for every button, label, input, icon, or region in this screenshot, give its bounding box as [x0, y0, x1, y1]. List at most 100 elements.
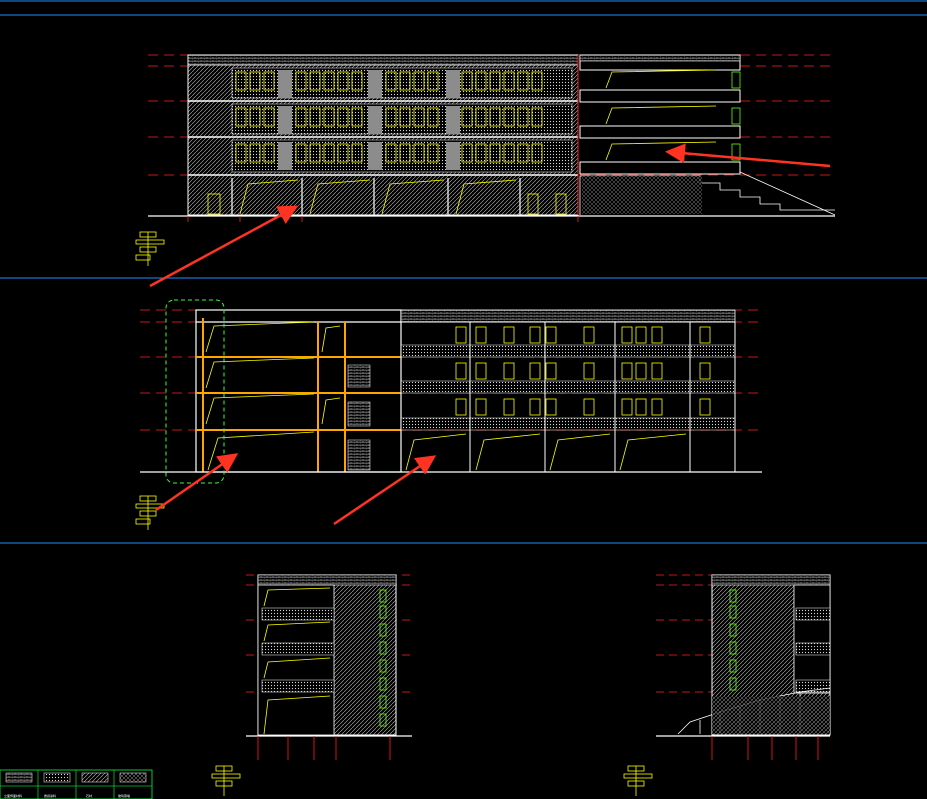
window-symbol — [583, 362, 595, 380]
window-symbol — [545, 398, 557, 416]
window-symbol — [385, 107, 397, 127]
window-symbol — [461, 71, 473, 91]
window-symbol — [621, 398, 633, 416]
window-symbol — [475, 143, 487, 163]
window-symbol — [475, 362, 487, 380]
window-symbol — [475, 398, 487, 416]
window-symbol — [249, 143, 261, 163]
section-drawing[interactable] — [140, 299, 762, 484]
window-symbol — [309, 143, 321, 163]
window-symbol — [399, 143, 411, 163]
window-symbol — [517, 107, 529, 127]
window-symbol — [503, 326, 515, 344]
window-symbol — [621, 326, 633, 344]
window-symbol — [351, 143, 363, 163]
window-symbol — [385, 71, 397, 91]
window-symbol — [517, 71, 529, 91]
window-symbol — [475, 326, 487, 344]
window-symbol — [235, 107, 247, 127]
window-symbol — [545, 362, 557, 380]
window-symbol — [351, 107, 363, 127]
window-symbol — [295, 71, 307, 91]
window-symbol — [529, 362, 541, 380]
window-symbol — [337, 107, 349, 127]
window-symbol — [489, 71, 501, 91]
window-symbol — [545, 326, 557, 344]
window-symbol — [323, 71, 335, 91]
window-symbol — [427, 143, 439, 163]
window-symbol — [323, 107, 335, 127]
window-symbol — [489, 143, 501, 163]
window-symbol — [337, 71, 349, 91]
window-symbol — [503, 398, 515, 416]
side-elevation-right[interactable] — [656, 574, 831, 760]
window-symbol — [475, 107, 487, 127]
window-symbol — [475, 71, 487, 91]
window-symbol — [309, 71, 321, 91]
window-symbol — [235, 71, 247, 91]
elevation-marker-icon — [135, 231, 165, 266]
window-symbol — [249, 107, 261, 127]
window-symbol — [531, 143, 543, 163]
window-symbol — [531, 71, 543, 91]
window-symbol — [427, 71, 439, 91]
elevation-marker-icon — [623, 765, 653, 796]
window-symbol — [503, 107, 515, 127]
side-elevation-left[interactable] — [246, 574, 412, 760]
window-symbol — [351, 71, 363, 91]
window-symbol — [529, 326, 541, 344]
window-symbol — [621, 362, 633, 380]
window-symbol — [385, 143, 397, 163]
window-symbol — [651, 326, 663, 344]
window-symbol — [503, 71, 515, 91]
window-symbol — [529, 398, 541, 416]
material-legend: 立面饰面材料 质感涂料 石材 玻璃幕墙 — [0, 769, 153, 799]
window-symbol — [323, 143, 335, 163]
window-symbol — [699, 398, 711, 416]
legend-label: 石材 — [86, 793, 92, 798]
elevation-marker-icon — [211, 765, 241, 796]
window-symbol — [651, 362, 663, 380]
window-symbol — [455, 362, 467, 380]
window-symbol — [503, 362, 515, 380]
front-elevation-drawing[interactable] — [148, 54, 836, 222]
window-symbol — [263, 107, 275, 127]
window-symbol — [413, 107, 425, 127]
window-symbol — [583, 326, 595, 344]
window-symbol — [635, 398, 647, 416]
window-symbol — [517, 143, 529, 163]
window-symbol — [427, 107, 439, 127]
highlight-region — [165, 299, 225, 484]
window-symbol — [635, 362, 647, 380]
window-symbol — [635, 326, 647, 344]
annotation-arrows-top — [149, 143, 831, 288]
window-symbol — [263, 143, 275, 163]
window-symbol — [489, 107, 501, 127]
viewport-dividers — [0, 0, 927, 544]
window-symbol — [249, 71, 261, 91]
window-symbol — [531, 107, 543, 127]
legend-label: 质感涂料 — [44, 793, 56, 798]
annotation-arrows-middle — [155, 453, 437, 526]
window-symbol — [651, 398, 663, 416]
legend-label: 立面饰面材料 — [4, 793, 22, 798]
window-symbol — [337, 143, 349, 163]
window-symbol — [399, 107, 411, 127]
window-symbol — [263, 71, 275, 91]
legend-label: 玻璃幕墙 — [118, 793, 130, 798]
window-symbol — [583, 398, 595, 416]
elevation-marker-icon — [135, 495, 165, 530]
window-symbol — [235, 143, 247, 163]
window-symbol — [413, 143, 425, 163]
window-symbol — [699, 362, 711, 380]
window-symbol — [461, 107, 473, 127]
window-symbol — [295, 143, 307, 163]
window-symbol — [461, 143, 473, 163]
window-symbol — [699, 326, 711, 344]
window-symbol — [455, 398, 467, 416]
window-symbol — [399, 71, 411, 91]
window-symbol — [295, 107, 307, 127]
window-symbol — [455, 326, 467, 344]
window-symbol — [309, 107, 321, 127]
